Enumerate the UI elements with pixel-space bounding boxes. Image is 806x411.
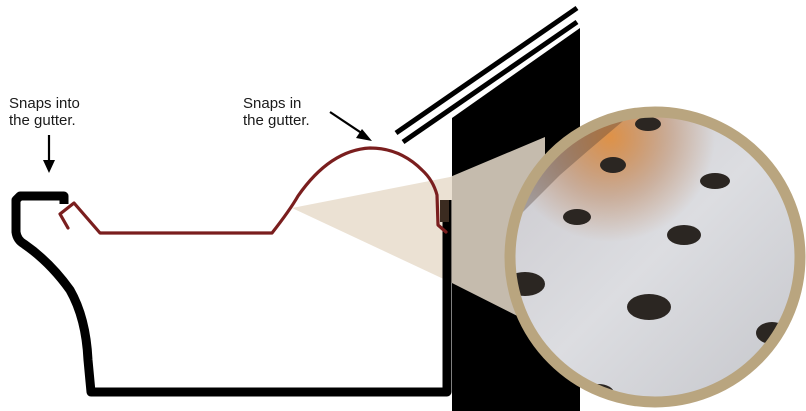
callout-line: Snaps into — [9, 95, 80, 112]
mesh-hole — [667, 225, 701, 245]
mesh-hole — [563, 209, 591, 225]
mesh-magnifier — [505, 107, 805, 407]
arrow-down-right-icon — [330, 112, 372, 141]
arrow-down-icon — [43, 135, 55, 173]
mesh-hole — [627, 294, 671, 320]
mesh-hole — [700, 173, 730, 189]
callout-snaps-into-gutter: Snaps into the gutter. — [9, 95, 80, 129]
fascia-clip — [440, 200, 449, 222]
callout-snaps-in-gutter: Snaps in the gutter. — [243, 95, 310, 129]
mesh-hole — [600, 157, 626, 173]
mesh-hole — [635, 117, 661, 131]
callout-line: the gutter. — [243, 112, 310, 129]
callout-line: Snaps in — [243, 95, 310, 112]
callout-line: the gutter. — [9, 112, 80, 129]
